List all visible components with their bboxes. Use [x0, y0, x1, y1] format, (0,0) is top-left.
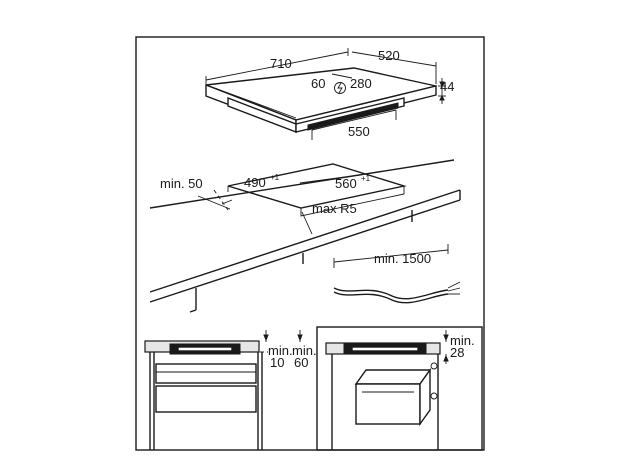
- power-connection-icon: [334, 82, 346, 94]
- gap-min-a: min.: [268, 343, 293, 358]
- gap-min-c: min.: [450, 333, 475, 348]
- gap-10: 10: [270, 355, 284, 370]
- label-min-50: min. 50: [160, 176, 203, 191]
- dim-490: 490: [244, 175, 266, 190]
- dim-710: 710: [270, 56, 292, 71]
- label-min-1500: min. 1500: [374, 251, 431, 266]
- worktop-drawing: min. 50 490 +1 560 +1 max R5: [149, 159, 461, 313]
- label-max-r5: max R5: [312, 201, 357, 216]
- dim-520: 520: [378, 48, 400, 63]
- gap-60: 60: [294, 355, 308, 370]
- cable-drawing: min. 1500: [333, 244, 461, 304]
- gap-28: 28: [450, 345, 464, 360]
- hob-drawing: 710 520 60 280 44 550: [205, 48, 454, 140]
- dim-60: 60: [311, 76, 325, 91]
- section-oven-unit: min. 28: [316, 326, 483, 451]
- diagram-frame: [135, 36, 485, 451]
- dim-550: 550: [348, 124, 370, 139]
- dim-44: 44: [440, 79, 454, 94]
- gap-min-b: min.: [292, 343, 317, 358]
- section-drawer-unit: min. 10 min. 60: [144, 330, 317, 450]
- dim-560: 560: [335, 176, 357, 191]
- dim-280: 280: [350, 76, 372, 91]
- dim-490-tol: +1: [270, 173, 280, 182]
- dim-560-tol: +1: [361, 174, 371, 183]
